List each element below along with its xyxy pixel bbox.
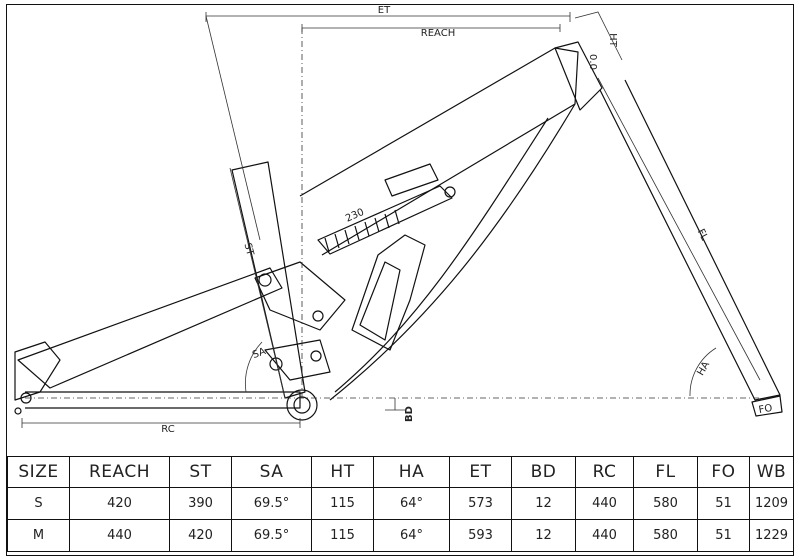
ht-label: HT <box>607 33 618 48</box>
cell-reach: 420 <box>69 487 170 520</box>
rocker-link <box>254 261 346 331</box>
fo-label: FO <box>758 403 773 416</box>
header-bd: BD <box>511 456 576 488</box>
cell-ht: 115 <box>311 519 374 552</box>
shock-eye <box>444 186 456 198</box>
head-tube <box>554 41 603 111</box>
cell-fo: 51 <box>697 487 750 520</box>
ha-arc <box>689 347 717 397</box>
table-row-m: M 440 420 69.5° 115 64° 593 12 440 580 5… <box>7 519 794 552</box>
cell-rc: 440 <box>575 519 634 552</box>
cell-fl: 580 <box>633 519 698 552</box>
cell-wb: 1209 <box>749 487 794 520</box>
cell-sa: 69.5° <box>231 487 312 520</box>
header-st: ST <box>169 456 232 488</box>
ha-label: HA <box>695 360 712 378</box>
drawing-frame <box>6 4 794 556</box>
geometry-table: SIZE REACH ST SA HT HA ET BD RC FL FO WB… <box>7 456 794 552</box>
down-tube <box>329 103 576 401</box>
et-label: ET <box>378 5 391 16</box>
sa-label: SA <box>251 346 267 361</box>
reach-label: REACH <box>421 28 455 39</box>
cell-ha: 64° <box>373 519 450 552</box>
ht-dimension-line <box>574 11 623 61</box>
bottom-bracket-inner <box>293 396 311 414</box>
st-dimension-line <box>229 167 286 399</box>
cell-bd: 12 <box>511 519 576 552</box>
header-sa: SA <box>231 456 312 488</box>
header-size: SIZE <box>7 456 70 488</box>
cell-ht: 115 <box>311 487 374 520</box>
cell-wb: 1229 <box>749 519 794 552</box>
cell-reach: 440 <box>69 519 170 552</box>
cell-size: M <box>7 519 70 552</box>
cell-fo: 51 <box>697 519 750 552</box>
fl-dimension-line <box>597 77 761 381</box>
cell-ha: 64° <box>373 487 450 520</box>
cell-st: 420 <box>169 519 232 552</box>
rc-dimension-line <box>21 418 301 428</box>
table-row-s: S 420 390 69.5° 115 64° 573 12 440 580 5… <box>7 487 794 520</box>
header-rc: RC <box>575 456 634 488</box>
bd-label: BD <box>404 406 415 422</box>
cell-sa: 69.5° <box>231 519 312 552</box>
fork-dropout <box>751 395 783 417</box>
sa-arc <box>245 341 263 393</box>
shock-stroke-label: 230 <box>344 207 366 225</box>
header-wb: WB <box>749 456 794 488</box>
lower-pivot <box>269 357 283 371</box>
header-fl: FL <box>633 456 698 488</box>
down-tube-inner <box>334 117 549 393</box>
header-ha: HA <box>373 456 450 488</box>
bd-dimension-line <box>385 398 405 411</box>
shock-spring <box>324 209 400 253</box>
header-et: ET <box>449 456 512 488</box>
seat-tube <box>231 161 306 399</box>
link-pivot-1 <box>258 273 272 287</box>
link-pivot-2 <box>312 310 324 322</box>
bottom-bracket-outer <box>286 389 318 421</box>
shock-reservoir <box>384 163 439 197</box>
rear-axle-hole <box>14 407 22 415</box>
st-label: ST <box>241 242 255 258</box>
fork-leg <box>599 79 781 401</box>
header-fo: FO <box>697 456 750 488</box>
water-bottle <box>351 234 426 351</box>
table-header-row: SIZE REACH ST SA HT HA ET BD RC FL FO WB <box>7 456 794 488</box>
offset-mark-label: 0.0 <box>587 54 598 70</box>
header-ht: HT <box>311 456 374 488</box>
cell-fl: 580 <box>633 487 698 520</box>
rear-dropout <box>14 341 61 401</box>
shock-body <box>317 185 453 255</box>
cell-et: 593 <box>449 519 512 552</box>
fl-label: FL <box>695 227 710 243</box>
lower-pivot-2 <box>310 350 322 362</box>
top-tube <box>299 47 579 256</box>
cell-st: 390 <box>169 487 232 520</box>
cell-rc: 440 <box>575 487 634 520</box>
seat-stay <box>17 267 283 389</box>
frame-geometry-diagram: ET REACH HT 0.0 ST SA 230 FL HA FO RC BD <box>14 5 783 435</box>
header-reach: REACH <box>69 456 170 488</box>
et-vertical-guide <box>205 15 261 241</box>
rc-label: RC <box>161 424 174 435</box>
cell-size: S <box>7 487 70 520</box>
cell-et: 573 <box>449 487 512 520</box>
chain-stay <box>25 391 301 409</box>
bottle-cage <box>359 261 401 341</box>
cell-bd: 12 <box>511 487 576 520</box>
